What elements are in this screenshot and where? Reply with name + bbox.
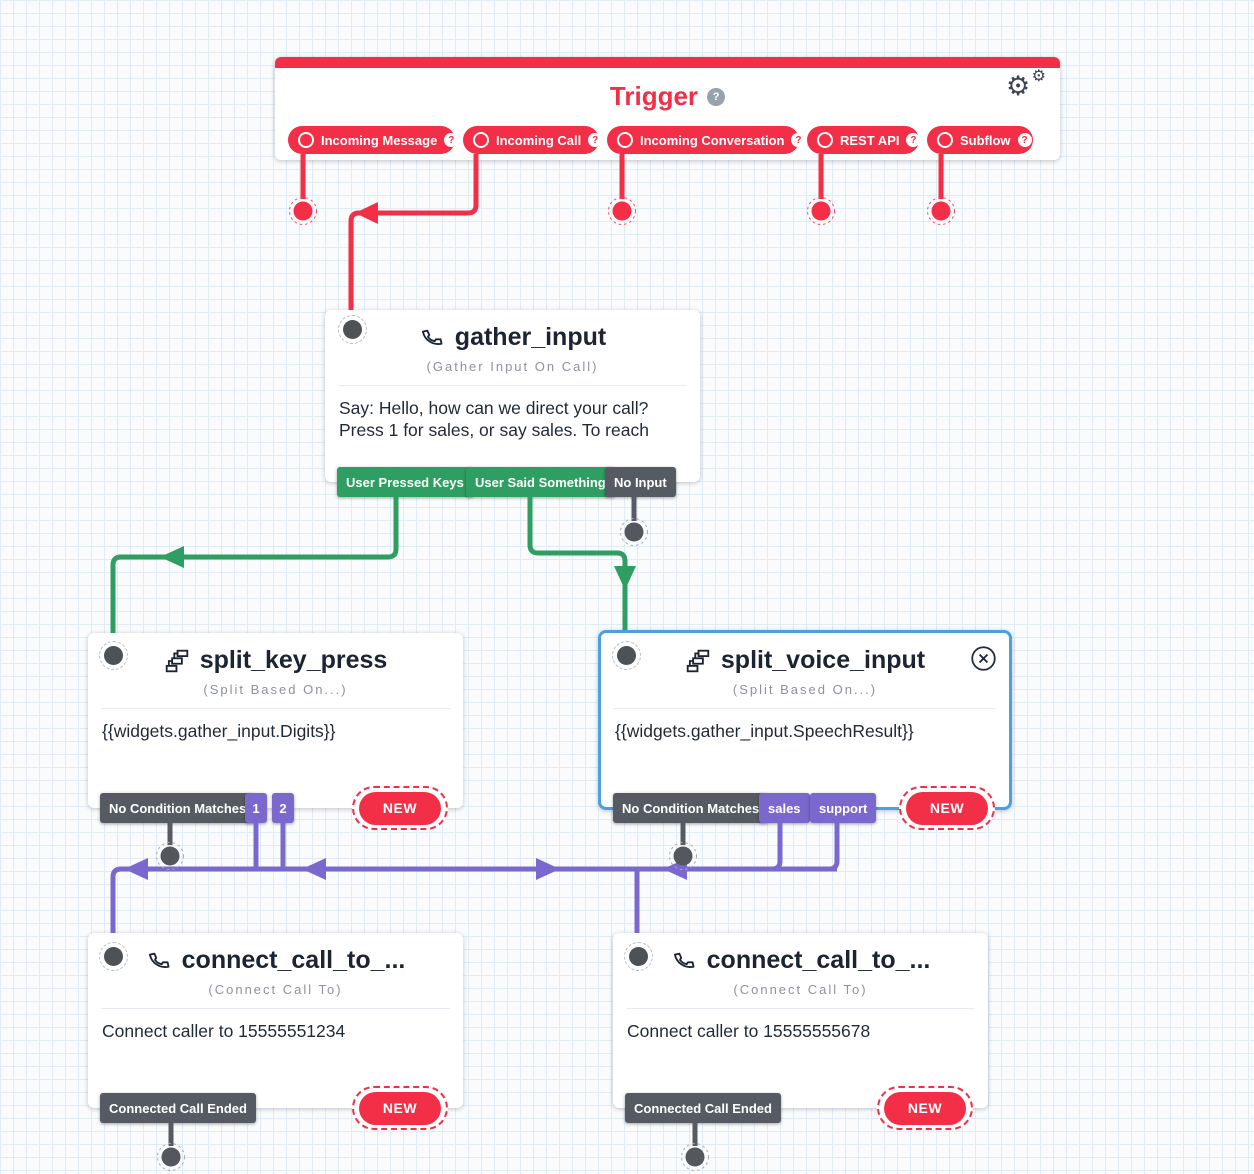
connector-incoming-call-to-gather[interactable]: [348, 154, 479, 310]
transition-user-pressed-keys[interactable]: User Pressed Keys: [337, 467, 473, 497]
divider: [101, 708, 450, 709]
new-condition-button[interactable]: NEW: [899, 786, 995, 830]
connector-said-something-to-splitvoice[interactable]: [527, 497, 636, 630]
split-icon: [165, 649, 188, 672]
entry-dot[interactable]: [612, 641, 641, 670]
transition-support[interactable]: support: [810, 793, 877, 823]
arrow-left-icon: [355, 202, 378, 224]
widget-type-label: (Connect Call To): [208, 982, 343, 997]
widget-title: split_voice_input: [720, 646, 926, 674]
widget-title: gather_input: [454, 323, 607, 351]
trigger-terminal-dots[interactable]: [289, 197, 955, 225]
new-condition-button[interactable]: NEW: [877, 1086, 973, 1130]
tab-incoming-message[interactable]: Incoming Message ?: [288, 126, 459, 154]
radio-circle-icon: [817, 132, 833, 148]
say-text-line2: Press 1 for sales, or say sales. To reac…: [339, 420, 649, 440]
widget-connect-call-left[interactable]: connect_call_to_... (Connect Call To) Co…: [88, 933, 463, 1130]
tab-incoming-call[interactable]: Incoming Call ?: [463, 126, 603, 154]
widget-title: connect_call_to_...: [181, 946, 406, 974]
gear-icon[interactable]: ⚙ ⚙: [1006, 68, 1046, 101]
help-icon[interactable]: ?: [588, 133, 603, 147]
new-condition-button[interactable]: NEW: [352, 786, 448, 830]
widget-type-label: (Split Based On...): [732, 682, 878, 697]
arrow-left-icon: [663, 858, 687, 880]
close-icon[interactable]: [970, 645, 997, 672]
entry-dot[interactable]: [624, 942, 653, 971]
connector-trigger-stubs[interactable]: [300, 154, 944, 199]
transition-no-condition-matches[interactable]: No Condition Matches: [100, 793, 256, 823]
trigger-title-row: Trigger ?: [275, 81, 1060, 112]
widget-type-label: (Gather Input On Call): [426, 359, 599, 374]
trigger-widget[interactable]: Trigger ? ⚙ ⚙ Incoming Message ? Incomin…: [275, 57, 1060, 160]
split-expression: {{widgets.gather_input.SpeechResult}}: [615, 721, 914, 741]
divider: [338, 385, 687, 386]
phone-icon: [148, 952, 170, 968]
tab-subflow[interactable]: Subflow ?: [927, 126, 1033, 154]
arrow-down-icon: [614, 566, 636, 590]
help-icon[interactable]: ?: [1017, 133, 1032, 147]
transition-user-said-something[interactable]: User Said Something: [466, 467, 615, 497]
entry-dot[interactable]: [99, 641, 128, 670]
transition-condition-1[interactable]: 1: [245, 793, 267, 823]
tab-incoming-conversation[interactable]: Incoming Conversation ?: [607, 126, 806, 154]
split-expression: {{widgets.gather_input.Digits}}: [102, 721, 336, 741]
widget-split-voice-input[interactable]: split_voice_input (Split Based On...) {{…: [598, 630, 1012, 830]
help-icon[interactable]: ?: [707, 87, 726, 106]
divider: [101, 1008, 450, 1009]
arrow-left-icon: [302, 858, 326, 880]
radio-circle-icon: [617, 132, 633, 148]
connector-pressed-keys-to-splitkey[interactable]: [110, 497, 399, 633]
transition-no-condition-matches[interactable]: No Condition Matches: [613, 793, 769, 823]
widget-title: connect_call_to_...: [706, 946, 931, 974]
divider: [614, 708, 996, 709]
widget-type-label: (Split Based On...): [203, 682, 348, 697]
tab-rest-api[interactable]: REST API ?: [807, 126, 921, 154]
arrow-right-icon: [536, 858, 560, 880]
widget-gather-input[interactable]: gather_input (Gather Input On Call) Say:…: [325, 310, 700, 497]
arrow-left-icon: [124, 858, 148, 880]
phone-icon: [673, 952, 695, 968]
arrow-left-icon: [160, 546, 184, 568]
trigger-top-bar: [275, 57, 1060, 68]
divider: [626, 1008, 975, 1009]
entry-dot[interactable]: [338, 315, 367, 344]
connect-description: Connect caller to 15555555678: [627, 1021, 871, 1041]
widget-type-label: (Connect Call To): [733, 982, 868, 997]
new-condition-button[interactable]: NEW: [352, 1086, 448, 1130]
entry-dot[interactable]: [99, 942, 128, 971]
transition-connected-call-ended[interactable]: Connected Call Ended: [100, 1093, 256, 1123]
widget-split-key-press[interactable]: split_key_press (Split Based On...) {{wi…: [88, 633, 463, 830]
say-text-line1: Say: Hello, how can we direct your call?: [339, 398, 649, 418]
split-icon: [686, 649, 710, 672]
help-icon[interactable]: ?: [906, 133, 921, 147]
radio-circle-icon: [298, 132, 314, 148]
transition-sales[interactable]: sales: [759, 793, 810, 823]
connect-description: Connect caller to 15555551234: [102, 1021, 346, 1041]
trigger-title: Trigger: [609, 81, 699, 111]
widget-connect-call-right[interactable]: connect_call_to_... (Connect Call To) Co…: [613, 933, 988, 1130]
radio-circle-icon: [473, 132, 489, 148]
help-icon[interactable]: ?: [444, 133, 459, 147]
transition-connected-call-ended[interactable]: Connected Call Ended: [625, 1093, 781, 1123]
radio-circle-icon: [937, 132, 953, 148]
connector-split-to-connect[interactable]: [110, 823, 840, 933]
widget-title: split_key_press: [199, 646, 388, 674]
transition-condition-2[interactable]: 2: [272, 793, 294, 823]
transition-no-input[interactable]: No Input: [605, 467, 676, 497]
help-icon[interactable]: ?: [791, 133, 806, 147]
phone-icon: [421, 329, 443, 345]
